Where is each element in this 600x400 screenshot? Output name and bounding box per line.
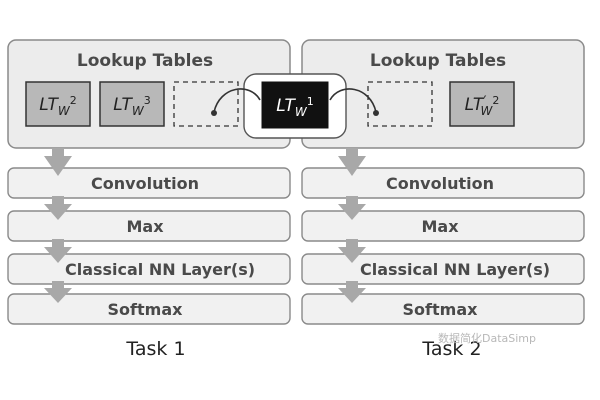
svg-text:LT′W2: LT′W2: [465, 94, 500, 118]
task2-flow-arrows: [338, 148, 366, 303]
task1-flow-arrows: [44, 148, 72, 303]
task2-layer-label-max: Max: [421, 217, 459, 236]
task2-layer-max: [301, 210, 585, 242]
task1-layer-convolution: [7, 167, 291, 199]
svg-text:LTW1: LTW1: [276, 95, 314, 119]
task2-layer-label-convolution: Convolution: [386, 174, 494, 193]
task1-table-ltw2: LTW2: [25, 81, 91, 127]
svg-text:LTW2: LTW2: [39, 94, 77, 118]
task1-layer-label-convolution: Convolution: [91, 174, 199, 193]
task2-layer-softmax: [301, 293, 585, 325]
task2-table-empty: [367, 81, 433, 127]
task2-layer-label-softmax: Softmax: [403, 300, 479, 319]
task2-table-ltw2-prime: LT′W2: [449, 81, 515, 127]
task1-table-empty: [173, 81, 239, 127]
task2-layer-nn: [301, 253, 585, 285]
task1-layer-nn: [7, 253, 291, 285]
task1-layer-softmax: [7, 293, 291, 325]
task2-lookup-title: Lookup Tables: [370, 51, 506, 71]
svg-text:LTW3: LTW3: [113, 94, 151, 118]
task1-lookup-title: Lookup Tables: [77, 51, 213, 71]
shared-link-left: [211, 88, 261, 116]
shared-table-ltw1: LTW1: [261, 81, 329, 129]
task1-layer-label-nn: Classical NN Layer(s): [65, 260, 255, 279]
task1-layer-label-softmax: Softmax: [108, 300, 184, 319]
shared-link-right: [329, 88, 379, 116]
task2-layer-label-nn: Classical NN Layer(s): [360, 260, 550, 279]
watermark-text: 数据简化DataSimp: [438, 332, 537, 345]
task1-layer-max: [7, 210, 291, 242]
task2-layer-convolution: [301, 167, 585, 199]
task1-table-ltw3: LTW3: [99, 81, 165, 127]
task2-caption: Task 2: [422, 338, 482, 360]
task1-layer-label-max: Max: [126, 217, 164, 236]
task1-caption: Task 1: [126, 338, 186, 360]
